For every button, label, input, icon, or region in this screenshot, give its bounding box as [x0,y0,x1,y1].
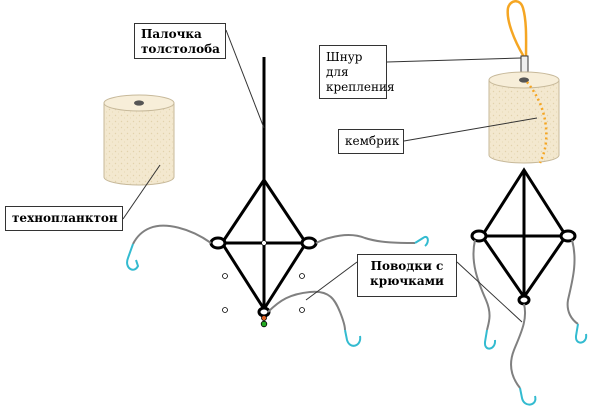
right-hooks [483,323,588,406]
leads-label: Поводки с крючками [357,254,457,297]
cord-label: Шнур для крепления [319,45,395,99]
right-leaders [472,239,579,389]
stick-label: Палочка толстолоба [134,23,226,59]
hook-icon [126,243,140,271]
ring-icon [209,236,227,250]
hook-icon [414,236,429,247]
technoplankton-label: технопланктон [5,206,123,231]
hook-icon [344,329,362,347]
callout-lines [122,29,538,323]
kembrik-label: кембрик [338,129,404,154]
ring-icon [517,294,531,306]
ring-icon [300,236,318,250]
kembrik-tube [520,55,529,73]
cord-inside [526,81,548,164]
selection-handles [222,240,305,328]
hook-icon [483,329,497,350]
ring-icon [470,229,488,243]
ring-icon [559,229,577,243]
right-rig [470,167,577,306]
left-hooks [126,236,429,347]
hook-icon [519,387,537,406]
cord-loop-icon [506,0,528,58]
hook-icon [574,323,588,344]
technoplankton-cylinder [103,94,175,186]
right-cylinder [488,71,560,164]
ring-icon [257,306,271,318]
cord [506,0,528,58]
cylinder-hole [134,100,144,106]
left-leaders [132,224,416,331]
